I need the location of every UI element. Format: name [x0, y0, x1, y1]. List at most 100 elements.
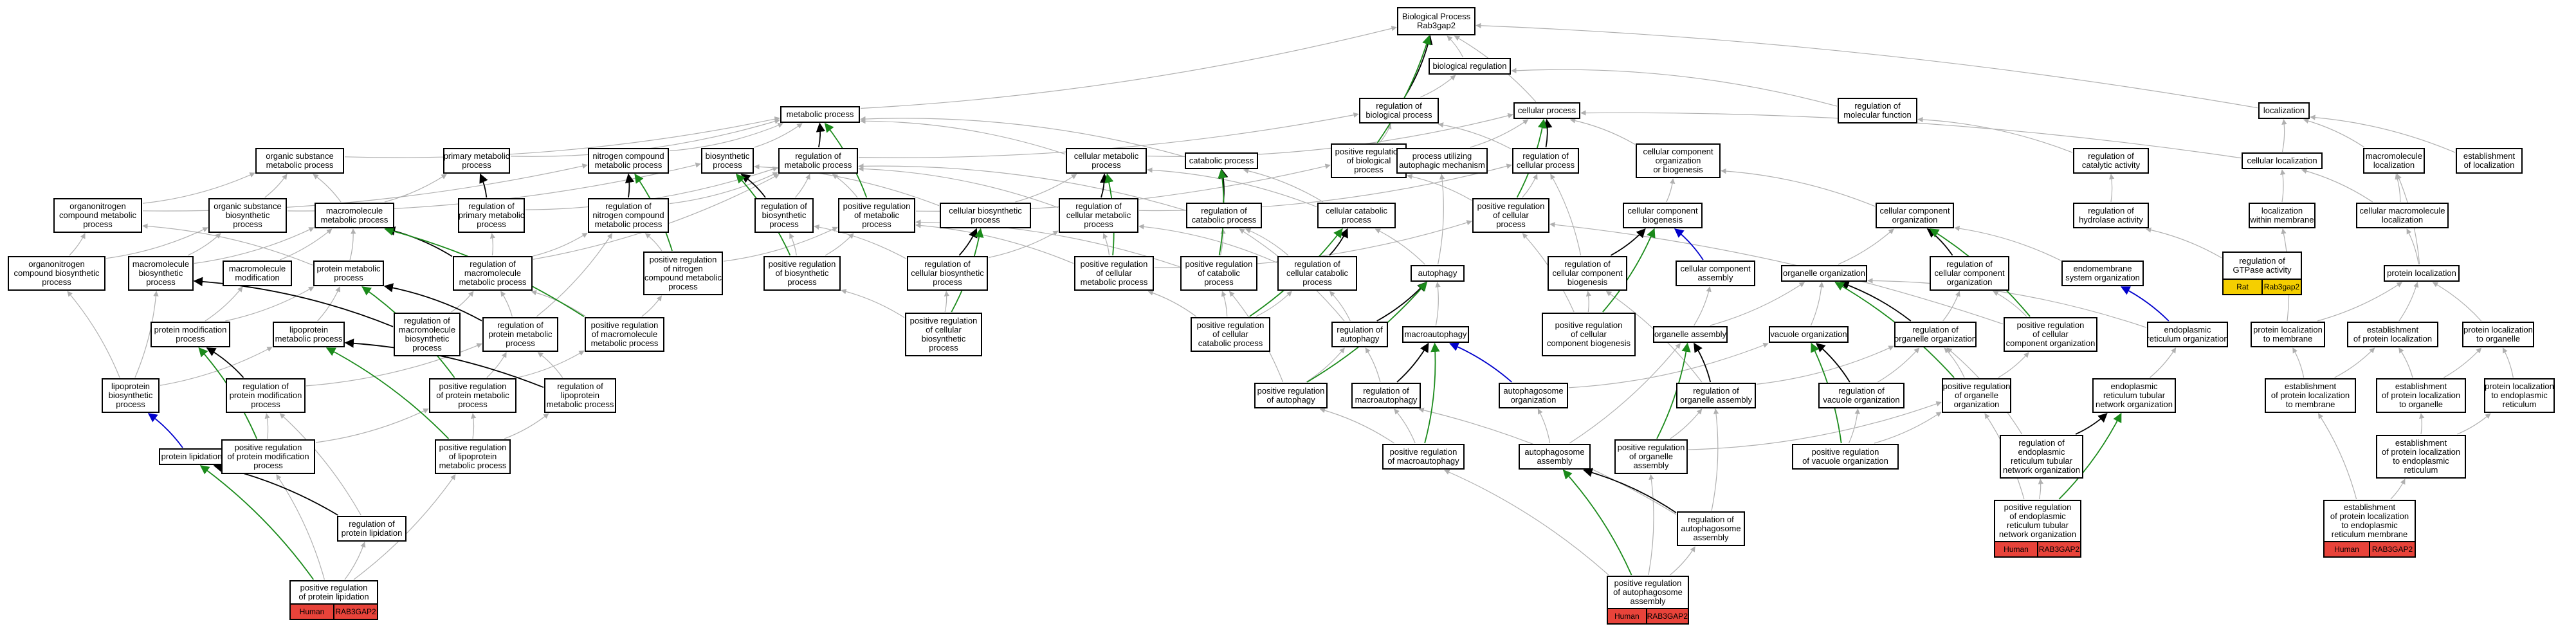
go-term-macroautoph[interactable]: macroautophagy [1402, 326, 1469, 343]
go-term-local[interactable]: localization [2258, 102, 2310, 119]
go-term-cellproc[interactable]: cellular process [1513, 102, 1580, 119]
go-term-metab[interactable]: metabolic process [780, 106, 860, 123]
go-term-bioreg[interactable]: biological regulation [1429, 58, 1511, 75]
go-term-organorg[interactable]: organelle organization [1781, 265, 1867, 282]
go-term-vacorg[interactable]: vacuole organization [1769, 326, 1849, 343]
go-term-organassem[interactable]: organelle assembly [1653, 326, 1728, 343]
go-term-protloc[interactable]: protein localization [2384, 265, 2460, 282]
go-term-autophagy[interactable]: autophagy [1411, 265, 1465, 282]
go-term-cellloc[interactable]: cellular localization [2242, 152, 2323, 169]
go-term-catab[interactable]: catabolic process [1185, 152, 1258, 169]
go-term-protlip[interactable]: protein lipidation [159, 448, 224, 465]
